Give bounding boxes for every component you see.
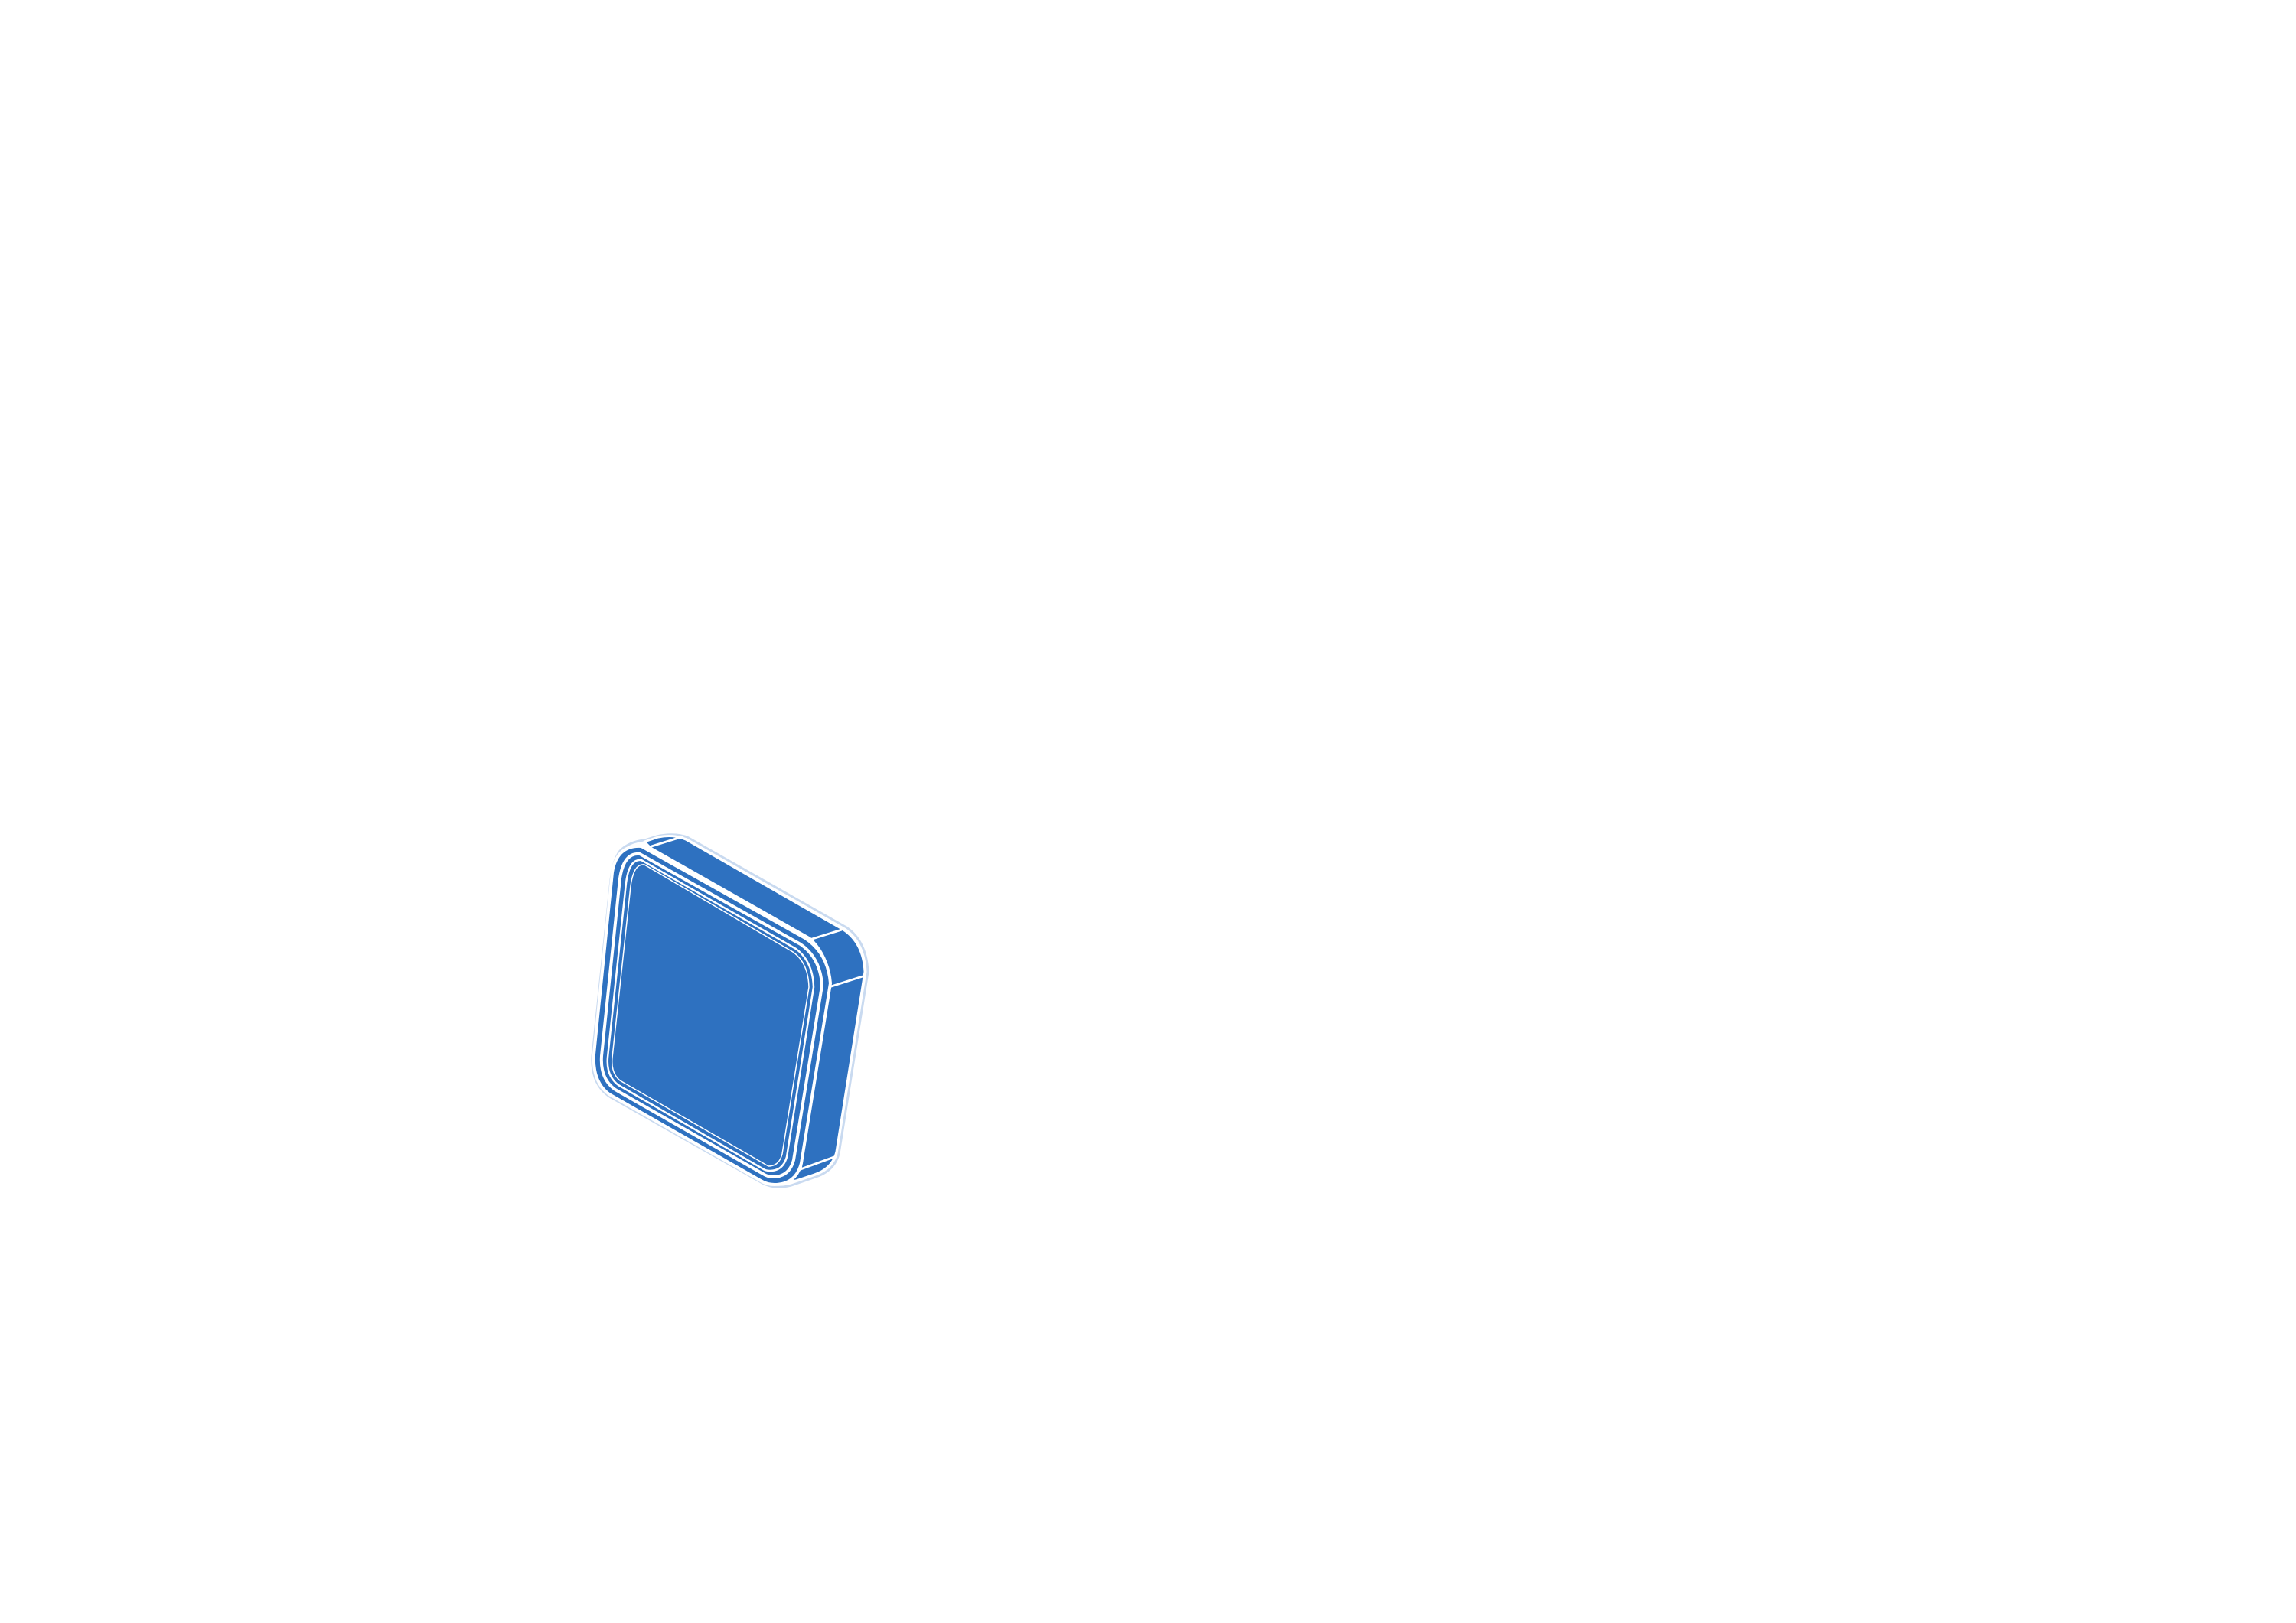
- tile-front-face: [592, 844, 832, 1186]
